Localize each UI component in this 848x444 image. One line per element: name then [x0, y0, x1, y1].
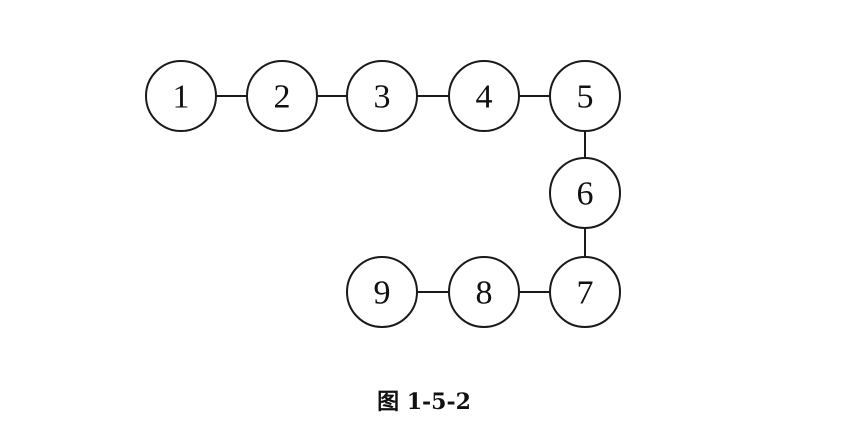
node-7: 7: [549, 256, 621, 328]
nodes: 1 2 3 4 5 6 7 8 9: [145, 60, 621, 328]
node-5: 5: [549, 60, 621, 132]
node-label: 2: [274, 79, 291, 116]
node-circle: [346, 60, 418, 132]
node-circle: [448, 60, 520, 132]
node-label: 1: [173, 79, 190, 116]
node-label: 4: [476, 79, 493, 116]
node-circle: [549, 256, 621, 328]
node-circle: [246, 60, 318, 132]
node-8: 8: [448, 256, 520, 328]
node-circle: [346, 256, 418, 328]
node-3: 3: [346, 60, 418, 132]
node-label: 8: [476, 275, 493, 312]
figure-caption: 图 1-5-2: [377, 389, 471, 415]
node-label: 9: [374, 275, 391, 312]
node-circle: [145, 60, 217, 132]
node-6: 6: [549, 157, 621, 229]
node-9: 9: [346, 256, 418, 328]
node-4: 4: [448, 60, 520, 132]
node-2: 2: [246, 60, 318, 132]
node-circle: [549, 60, 621, 132]
node-label: 5: [577, 79, 594, 116]
node-label: 3: [374, 79, 391, 116]
node-circle: [549, 157, 621, 229]
node-label: 6: [577, 176, 594, 213]
node-circle: [448, 256, 520, 328]
node-1: 1: [145, 60, 217, 132]
node-label: 7: [577, 275, 594, 312]
